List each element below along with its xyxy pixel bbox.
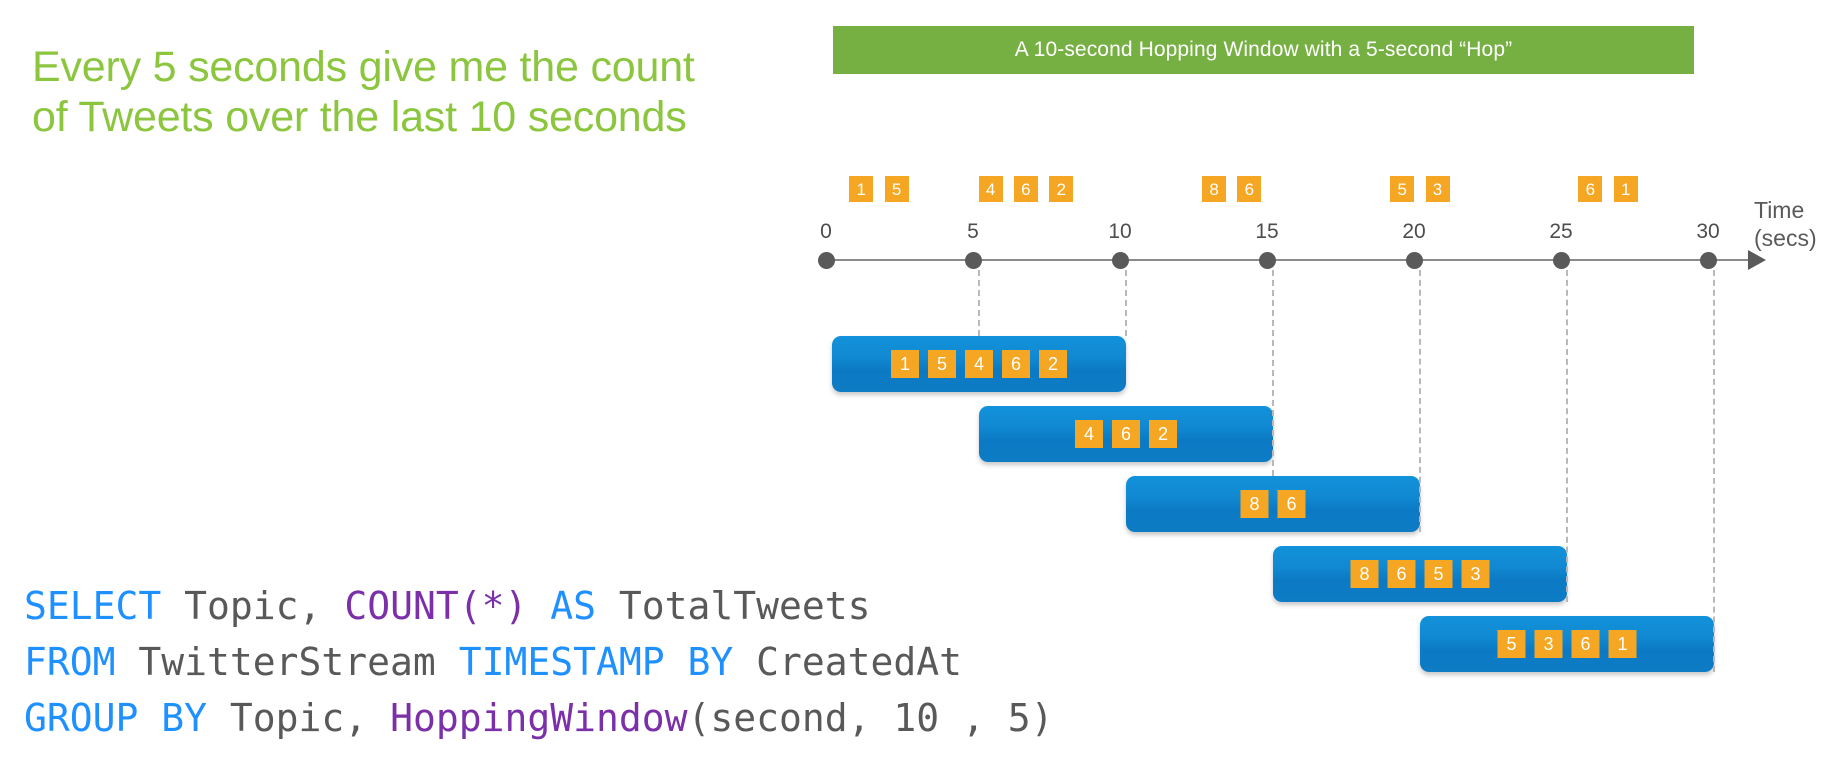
stream-event-chip: 8 <box>1202 176 1227 202</box>
window-event-chip: 6 <box>1112 420 1140 448</box>
stream-event-chip: 2 <box>1049 176 1074 202</box>
sql-line: SELECT Topic, COUNT(*) AS TotalTweets <box>24 578 1054 634</box>
stream-event-chip: 5 <box>884 176 909 202</box>
window-boundary-guide <box>1566 270 1568 602</box>
time-axis-arrow-icon <box>1748 250 1766 270</box>
window-event-chip: 1 <box>1608 630 1637 658</box>
sql-token: SELECT <box>24 584 162 628</box>
sql-token: AS <box>550 584 596 628</box>
axis-tick-label: 5 <box>967 220 979 243</box>
window-event-chip: 8 <box>1240 490 1269 518</box>
window-event-chip: 6 <box>1002 350 1030 378</box>
stream-event-chip: 6 <box>1237 176 1262 202</box>
window-event-chip: 4 <box>1075 420 1103 448</box>
window-event-chip: 4 <box>965 350 993 378</box>
sql-token: TwitterStream <box>115 640 459 684</box>
time-axis-line <box>826 259 1748 261</box>
window-boundary-guide <box>1272 270 1274 476</box>
sql-token: TIMESTAMP BY <box>458 640 734 684</box>
sql-token: HoppingWindow <box>390 696 688 740</box>
page-title: Every 5 seconds give me the count of Twe… <box>32 43 695 141</box>
axis-tick-label: 20 <box>1402 220 1426 243</box>
window-boundary-guide <box>978 270 980 336</box>
axis-tick-dot <box>1111 251 1129 269</box>
banner-title: A 10-second Hopping Window with a 5-seco… <box>1014 38 1513 61</box>
stream-event-chip: 1 <box>849 176 874 202</box>
axis-tick-dot <box>1699 251 1717 269</box>
sql-token: COUNT(*) <box>344 584 528 628</box>
window-boundary-guide <box>1419 270 1421 532</box>
axis-tick-label: 0 <box>820 220 832 243</box>
stream-event-chip: 3 <box>1425 176 1450 202</box>
sql-token: FROM <box>24 640 116 684</box>
window-event-chip: 2 <box>1149 420 1177 448</box>
stream-event-chip: 5 <box>1390 176 1415 202</box>
window-event-chip: 5 <box>1497 630 1526 658</box>
window-event-chip: 6 <box>1571 630 1600 658</box>
axis-tick-label: 30 <box>1696 220 1720 243</box>
axis-caption-line1: Time <box>1754 197 1805 223</box>
window-boundary-guide <box>1125 270 1127 336</box>
window-event-chip: 3 <box>1534 630 1563 658</box>
window-event-chip: 2 <box>1039 350 1067 378</box>
window-event-chip: 6 <box>1387 560 1416 588</box>
window-boundary-guide <box>1713 270 1715 672</box>
sql-token <box>527 584 550 628</box>
sql-token: GROUP BY <box>24 696 208 740</box>
sql-line: FROM TwitterStream TIMESTAMP BY CreatedA… <box>24 634 1054 690</box>
window-event-chip: 5 <box>928 350 956 378</box>
sql-line: GROUP BY Topic, HoppingWindow(second, 10… <box>24 690 1054 746</box>
window-event-chip: 6 <box>1277 490 1306 518</box>
banner: A 10-second Hopping Window with a 5-seco… <box>833 26 1694 74</box>
axis-caption: Time (secs) <box>1754 196 1817 252</box>
sql-token: Topic, <box>207 696 391 740</box>
axis-tick-dot <box>817 251 835 269</box>
window-event-chip: 1 <box>891 350 919 378</box>
stream-event-chip: 1 <box>1613 176 1638 202</box>
window-event-chip: 8 <box>1350 560 1379 588</box>
axis-tick-dot <box>1405 251 1423 269</box>
stream-event-chip: 4 <box>978 176 1003 202</box>
window-event-chip: 3 <box>1461 560 1490 588</box>
stream-event-chip: 6 <box>1578 176 1603 202</box>
sql-token: Topic, <box>161 584 345 628</box>
axis-tick-label: 25 <box>1549 220 1573 243</box>
stream-event-chip: 6 <box>1013 176 1038 202</box>
axis-tick-dot <box>964 251 982 269</box>
sql-token: (second, 10 , 5) <box>687 696 1054 740</box>
axis-tick-label: 15 <box>1255 220 1279 243</box>
axis-tick-dot <box>1258 251 1276 269</box>
axis-caption-line2: (secs) <box>1754 225 1817 251</box>
sql-token: CreatedAt <box>733 640 963 684</box>
axis-tick-dot <box>1552 251 1570 269</box>
window-event-chip: 5 <box>1424 560 1453 588</box>
axis-tick-label: 10 <box>1108 220 1132 243</box>
sql-token: TotalTweets <box>596 584 871 628</box>
